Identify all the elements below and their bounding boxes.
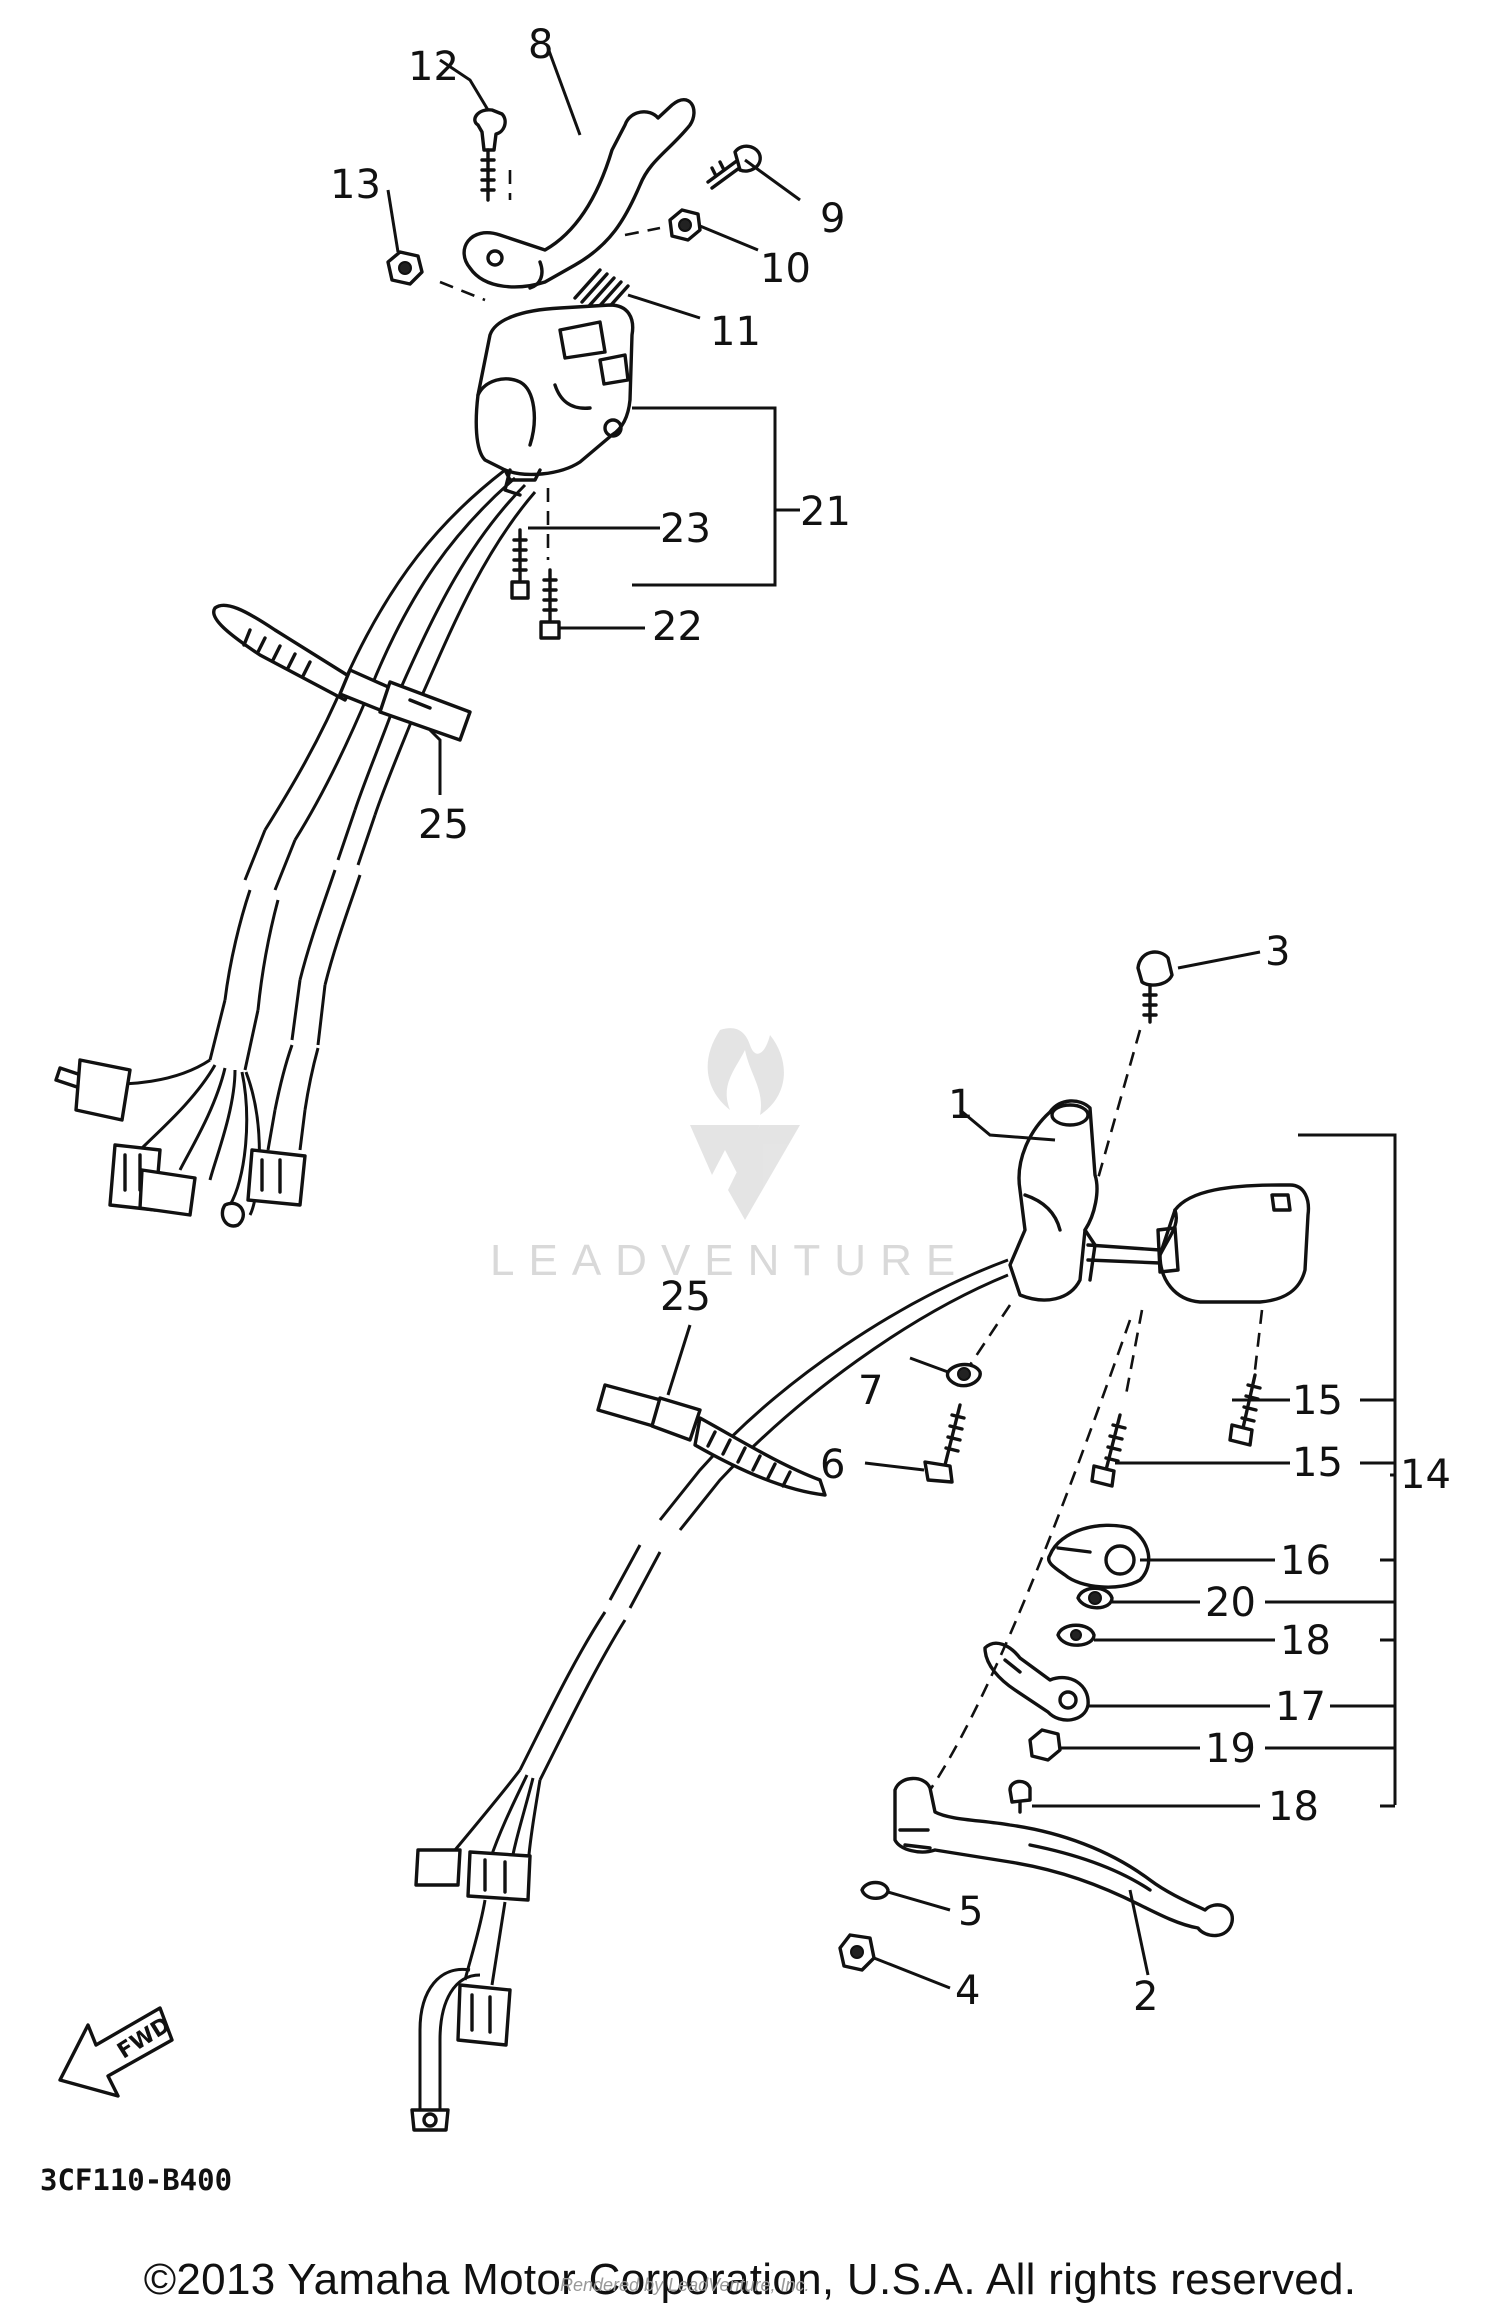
adjuster-nut — [668, 208, 702, 242]
callout-1: 1 — [948, 1082, 973, 1128]
callout-15-lower: 15 — [1292, 1440, 1343, 1486]
forward-arrow: FWD — [58, 2006, 175, 2098]
callout-15-upper: 15 — [1292, 1378, 1343, 1424]
callout-25-lower: 25 — [660, 1274, 711, 1320]
top-screw — [1136, 950, 1174, 1024]
callout-12: 12 — [408, 44, 459, 90]
clutch-lever — [893, 1776, 1234, 1938]
callout-25-upper: 25 — [418, 802, 469, 848]
callout-19: 18 — [1268, 1784, 1319, 1830]
callout-22: 21 — [800, 489, 851, 535]
callout-20: 19 — [1205, 1726, 1256, 1772]
upper-cable-tie — [212, 603, 472, 742]
bolt-align-line — [968, 1304, 1012, 1366]
leader-lines — [386, 47, 1397, 1990]
callout-2: 2 — [1133, 1974, 1158, 2020]
guide-nut — [1028, 1728, 1062, 1762]
upper-align-line-2 — [624, 226, 661, 237]
callout-8: 8 — [528, 22, 553, 68]
right-handlebar-switch — [1156, 1183, 1311, 1304]
callout-17: 17 — [1275, 1684, 1326, 1730]
callout-18: 18 — [1280, 1618, 1331, 1664]
callout-23: 22 — [652, 604, 703, 650]
throttle-cable-guide — [983, 1641, 1090, 1722]
callout-5: 5 — [958, 1889, 983, 1935]
callout-6: 6 — [820, 1442, 845, 1488]
copyright-notice: ©2013 Yamaha Motor Corporation, U.S.A. A… — [143, 2255, 1357, 2304]
washer — [945, 1362, 982, 1388]
callout-3: 3 — [1265, 929, 1290, 975]
switch-screw-long — [539, 568, 561, 640]
callout-7: 7 — [858, 1368, 883, 1414]
screw15-align-line-1 — [1123, 1309, 1144, 1401]
switch-screw-lower — [1090, 1413, 1127, 1488]
callout-labels: 12 8 13 9 10 11 21 23 22 25 3 1 25 14 15… — [330, 22, 1451, 2020]
switch-screw-upper — [1228, 1373, 1262, 1447]
pivot-bolt — [473, 108, 507, 202]
callout-13: 13 — [330, 162, 381, 208]
collar — [1076, 1586, 1114, 1610]
screw3-align-line — [1073, 1029, 1142, 1261]
callout-16: 16 — [1280, 1538, 1331, 1584]
callout-14: 14 — [1400, 1452, 1451, 1498]
figure-code: 3CF110-B400 — [40, 2163, 232, 2197]
spring — [573, 268, 630, 316]
callout-9: 9 — [820, 196, 845, 242]
clutch-lever-holder — [1008, 1099, 1099, 1302]
brake-lever — [462, 98, 696, 290]
upper-align-line-1 — [439, 280, 486, 302]
lock-nut — [386, 250, 424, 286]
lever-nut — [838, 1933, 876, 1972]
left-handlebar-switch — [474, 303, 635, 497]
watermark-logo — [690, 1028, 800, 1220]
spacer — [1056, 1623, 1096, 1647]
lower-cable-tie — [596, 1383, 827, 1497]
throttle-grip-housing — [1047, 1523, 1151, 1589]
lower-wire-harness — [410, 1258, 1009, 2132]
callout-10: 10 — [760, 246, 811, 292]
holder-bolt — [923, 1403, 966, 1484]
callout-21: 20 — [1205, 1580, 1256, 1626]
switch-screw-short — [510, 528, 530, 600]
lever-washer — [860, 1880, 890, 1900]
guide-screw — [1008, 1779, 1032, 1814]
screw15-align-line-2 — [1253, 1309, 1264, 1371]
callout-11: 11 — [710, 309, 761, 355]
lever-align-line — [928, 1319, 1132, 1791]
diagram-canvas: LEADVENTURE — [40, 22, 1451, 2197]
callout-24: 23 — [660, 506, 711, 552]
watermark-text: LEADVENTURE — [490, 1236, 969, 1285]
fine-print: Rendered by LeadVenture, Inc. — [560, 2275, 810, 2295]
handlebar-stub — [1086, 1243, 1162, 1265]
callout-4: 4 — [955, 1968, 980, 2014]
